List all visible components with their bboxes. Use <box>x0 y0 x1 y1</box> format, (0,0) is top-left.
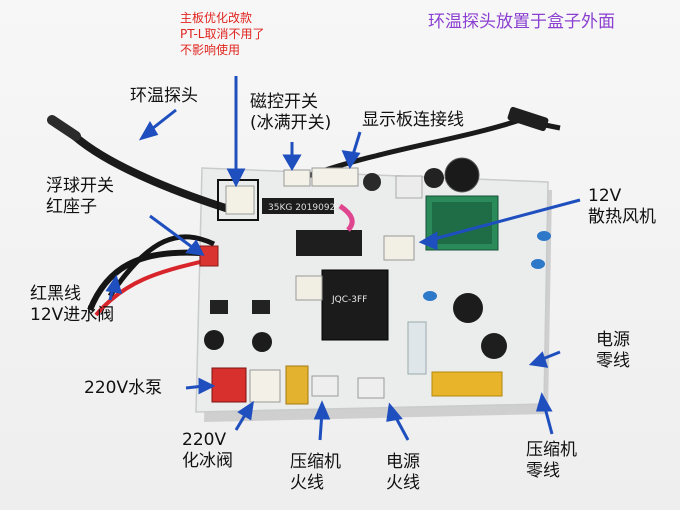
power-live-terminal <box>357 377 385 399</box>
label-water-valve: 红黑线 12V进水阀 <box>30 284 114 327</box>
float-switch-socket <box>199 245 219 267</box>
arrow-display-head <box>341 150 361 170</box>
label-power-neutral: 电源 零线 <box>596 330 630 373</box>
compressor-live-terminal <box>311 375 339 397</box>
mcu-chip <box>262 198 334 214</box>
pt-l-connector <box>225 185 255 215</box>
label-deice-valve-line-2: 化冰阀 <box>182 451 233 472</box>
arrow-float <box>149 214 197 252</box>
label-power-live-line-2: 火线 <box>386 473 420 494</box>
optocoupler-1 <box>210 300 228 314</box>
label-float-switch-line-1: 浮球开关 <box>46 176 114 196</box>
arrow-fan <box>429 198 581 242</box>
deice-valve-socket <box>249 369 281 403</box>
annotation-arrows <box>105 76 581 441</box>
label-display-cable: 显示板连接线 <box>362 110 464 130</box>
arrow-compressor-neutral-head <box>536 392 553 412</box>
note-line-1: 主板优化改款 <box>180 11 253 25</box>
page-title: 环温探头放置于盒子外面 <box>428 12 615 32</box>
note-line-3: 不影响使用 <box>180 43 241 58</box>
display-cable-plug <box>507 106 549 132</box>
display-connector <box>311 167 359 187</box>
arrow-compressor-live-head <box>313 400 331 420</box>
arrow-ambient-probe-head <box>138 121 159 141</box>
label-deice-valve: 220V 化冰阀 <box>182 430 233 473</box>
arrow-magnetic-switch-head <box>282 154 302 171</box>
triac-1 <box>252 332 272 352</box>
display-cable <box>307 117 561 179</box>
label-compressor-live: 压缩机 火线 <box>290 452 341 495</box>
board-serial: 35KG 20190922 <box>268 203 341 213</box>
label-compressor-neutral-line-1: 压缩机 <box>526 440 577 460</box>
capacitor-large <box>444 157 480 193</box>
label-power-neutral-line-2: 零线 <box>596 351 630 372</box>
arrow-pump-head <box>198 377 216 395</box>
label-magnetic-switch-line-2: (冰满开关) <box>250 113 332 134</box>
capacitor-c3 <box>481 333 507 359</box>
relay <box>321 269 389 341</box>
three-pin-connector <box>295 275 323 301</box>
label-ambient-probe: 环温探头 <box>130 86 198 106</box>
label-water-valve-line-1: 红黑线 <box>30 284 81 304</box>
arrow-fan-head <box>418 231 438 251</box>
modification-note: 主板优化改款 PT-L取消不用了 不影响使用 <box>180 10 264 59</box>
blue-cap-1 <box>423 291 437 301</box>
pump-socket <box>211 367 247 403</box>
label-fan: 12V 散热风机 <box>588 186 656 229</box>
arrow-power-neutral-head <box>528 351 549 368</box>
label-power-neutral-line-1: 电源 <box>596 330 630 350</box>
label-fan-line-2: 散热风机 <box>588 207 656 228</box>
driver-chip <box>296 230 362 256</box>
label-compressor-live-line-1: 压缩机 <box>290 452 341 472</box>
label-compressor-live-line-2: 火线 <box>290 473 324 494</box>
fuse <box>407 321 427 375</box>
relay-marking: JQC-3FF <box>331 295 367 305</box>
orange-capacitor <box>285 365 309 405</box>
label-magnetic-switch: 磁控开关 (冰满开关) <box>250 92 331 135</box>
arrow-deice-head <box>237 400 254 421</box>
label-pump: 220V水泵 <box>84 378 163 398</box>
label-power-live: 电源 火线 <box>386 452 420 495</box>
capacitor-small <box>424 168 444 188</box>
arrow-float-head <box>185 239 205 256</box>
label-deice-valve-line-1: 220V <box>182 430 227 450</box>
label-water-valve-line-2: 12V进水阀 <box>30 305 115 326</box>
arrow-power-live-head <box>386 402 403 422</box>
magnetic-switch-connector <box>283 169 311 187</box>
label-magnetic-switch-line-1: 磁控开关 <box>250 92 318 112</box>
label-fan-line-1: 12V <box>588 186 622 206</box>
float-cable <box>107 234 216 298</box>
label-float-switch: 浮球开关 红座子 <box>46 176 114 219</box>
optocoupler-2 <box>252 300 270 314</box>
x-capacitor <box>431 371 503 397</box>
blue-cap-3 <box>531 259 545 269</box>
triac-2 <box>204 330 224 350</box>
note-line-2: PT-L取消不用了 <box>180 27 265 42</box>
capacitor-c2 <box>453 293 483 323</box>
arrow-note-head <box>226 168 246 188</box>
capacitor-c1 <box>363 173 381 191</box>
label-power-live-line-1: 电源 <box>386 452 420 472</box>
label-float-switch-line-2: 红座子 <box>46 197 97 218</box>
label-compressor-neutral: 压缩机 零线 <box>526 440 577 483</box>
pink-jumper <box>338 203 355 232</box>
probe-tip <box>47 115 81 141</box>
regulator <box>395 175 423 199</box>
label-compressor-neutral-line-2: 零线 <box>526 461 560 482</box>
arrow-water-valve-head <box>105 274 123 294</box>
blue-cap-2 <box>537 231 551 241</box>
fan-connector <box>383 235 415 261</box>
